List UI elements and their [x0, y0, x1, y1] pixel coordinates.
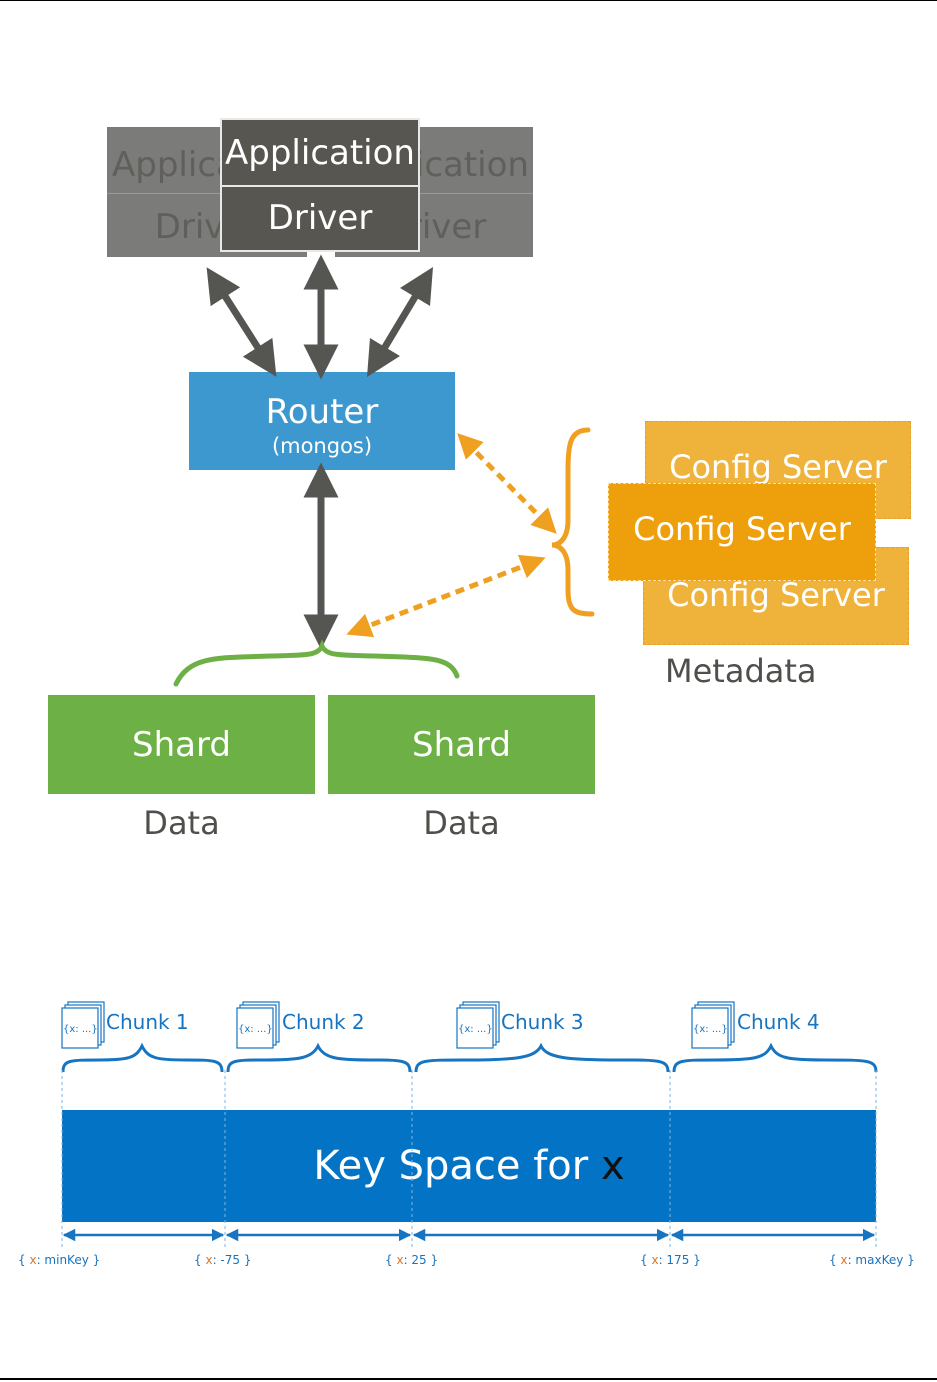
config-server-front: Config Server [608, 483, 876, 581]
metadata-caption: Metadata [665, 652, 817, 690]
chunk-3-brace [414, 1042, 670, 1073]
chunk-4-label: Chunk 4 [737, 1010, 820, 1034]
chunk-4-brace [672, 1042, 878, 1073]
chunk-4-doc-text: {x: ...} [693, 1024, 728, 1035]
application-label: Application [225, 133, 415, 173]
shard-left: Shard [48, 695, 315, 794]
arrow-config-shards [346, 554, 546, 638]
shard-left-label: Shard [132, 724, 231, 765]
boundary-maxkey: { x: maxKey } [829, 1253, 915, 1267]
config-brace [551, 427, 595, 617]
bottom-rule [0, 1378, 937, 1380]
boundary-minkey: { x: minKey } [18, 1253, 101, 1267]
data-caption-right: Data [423, 804, 500, 842]
chunk-icons-layer [61, 1001, 878, 1073]
application-front: Application Driver [220, 118, 420, 252]
chunk-3-doc-icon [456, 1001, 500, 1049]
top-rule [0, 0, 937, 1]
config-server-back-top-label: Config Server [669, 448, 887, 486]
chunk-2-doc-text: {x: ...} [238, 1024, 273, 1035]
boundary-175: { x: 175 } [640, 1253, 701, 1267]
key-space-bar: Key Space for x [62, 1110, 876, 1222]
key-range-layer [61, 1070, 877, 1248]
chunk-1-doc-icon [61, 1001, 105, 1049]
driver-label: Driver [267, 198, 373, 238]
router-sublabel: (mongos) [271, 434, 373, 458]
chunk-1-doc-text: {x: ...} [63, 1024, 98, 1035]
key-space-title: Key Space for [313, 1143, 601, 1189]
chunk-2-doc-icon [236, 1001, 280, 1049]
boundary-neg75: { x: -75 } [194, 1253, 252, 1267]
connector-layer [173, 254, 595, 687]
data-caption-left: Data [143, 804, 220, 842]
chunk-2-label: Chunk 2 [282, 1010, 365, 1034]
arrow-app-right-router [366, 266, 434, 378]
boundary-25: { x: 25 } [385, 1253, 439, 1267]
chunk-4-doc-icon [691, 1001, 735, 1049]
arrow-app-left-router [206, 267, 277, 377]
shard-right: Shard [328, 695, 595, 794]
shard-right-label: Shard [412, 724, 511, 765]
arrow-router-config [457, 433, 557, 534]
chunk-1-brace [61, 1042, 224, 1073]
chunk-3-label: Chunk 3 [501, 1010, 584, 1034]
config-server-front-label: Config Server [633, 510, 851, 548]
chunk-3-doc-text: {x: ...} [458, 1024, 493, 1035]
config-server-back-bottom-label: Config Server [667, 576, 885, 614]
router-box: Router (mongos) [189, 372, 455, 470]
chunk-2-brace [226, 1042, 412, 1073]
key-space-variable: x [600, 1143, 625, 1189]
router-label: Router [265, 392, 379, 432]
shards-brace [173, 639, 460, 687]
chunk-1-label: Chunk 1 [106, 1010, 189, 1034]
